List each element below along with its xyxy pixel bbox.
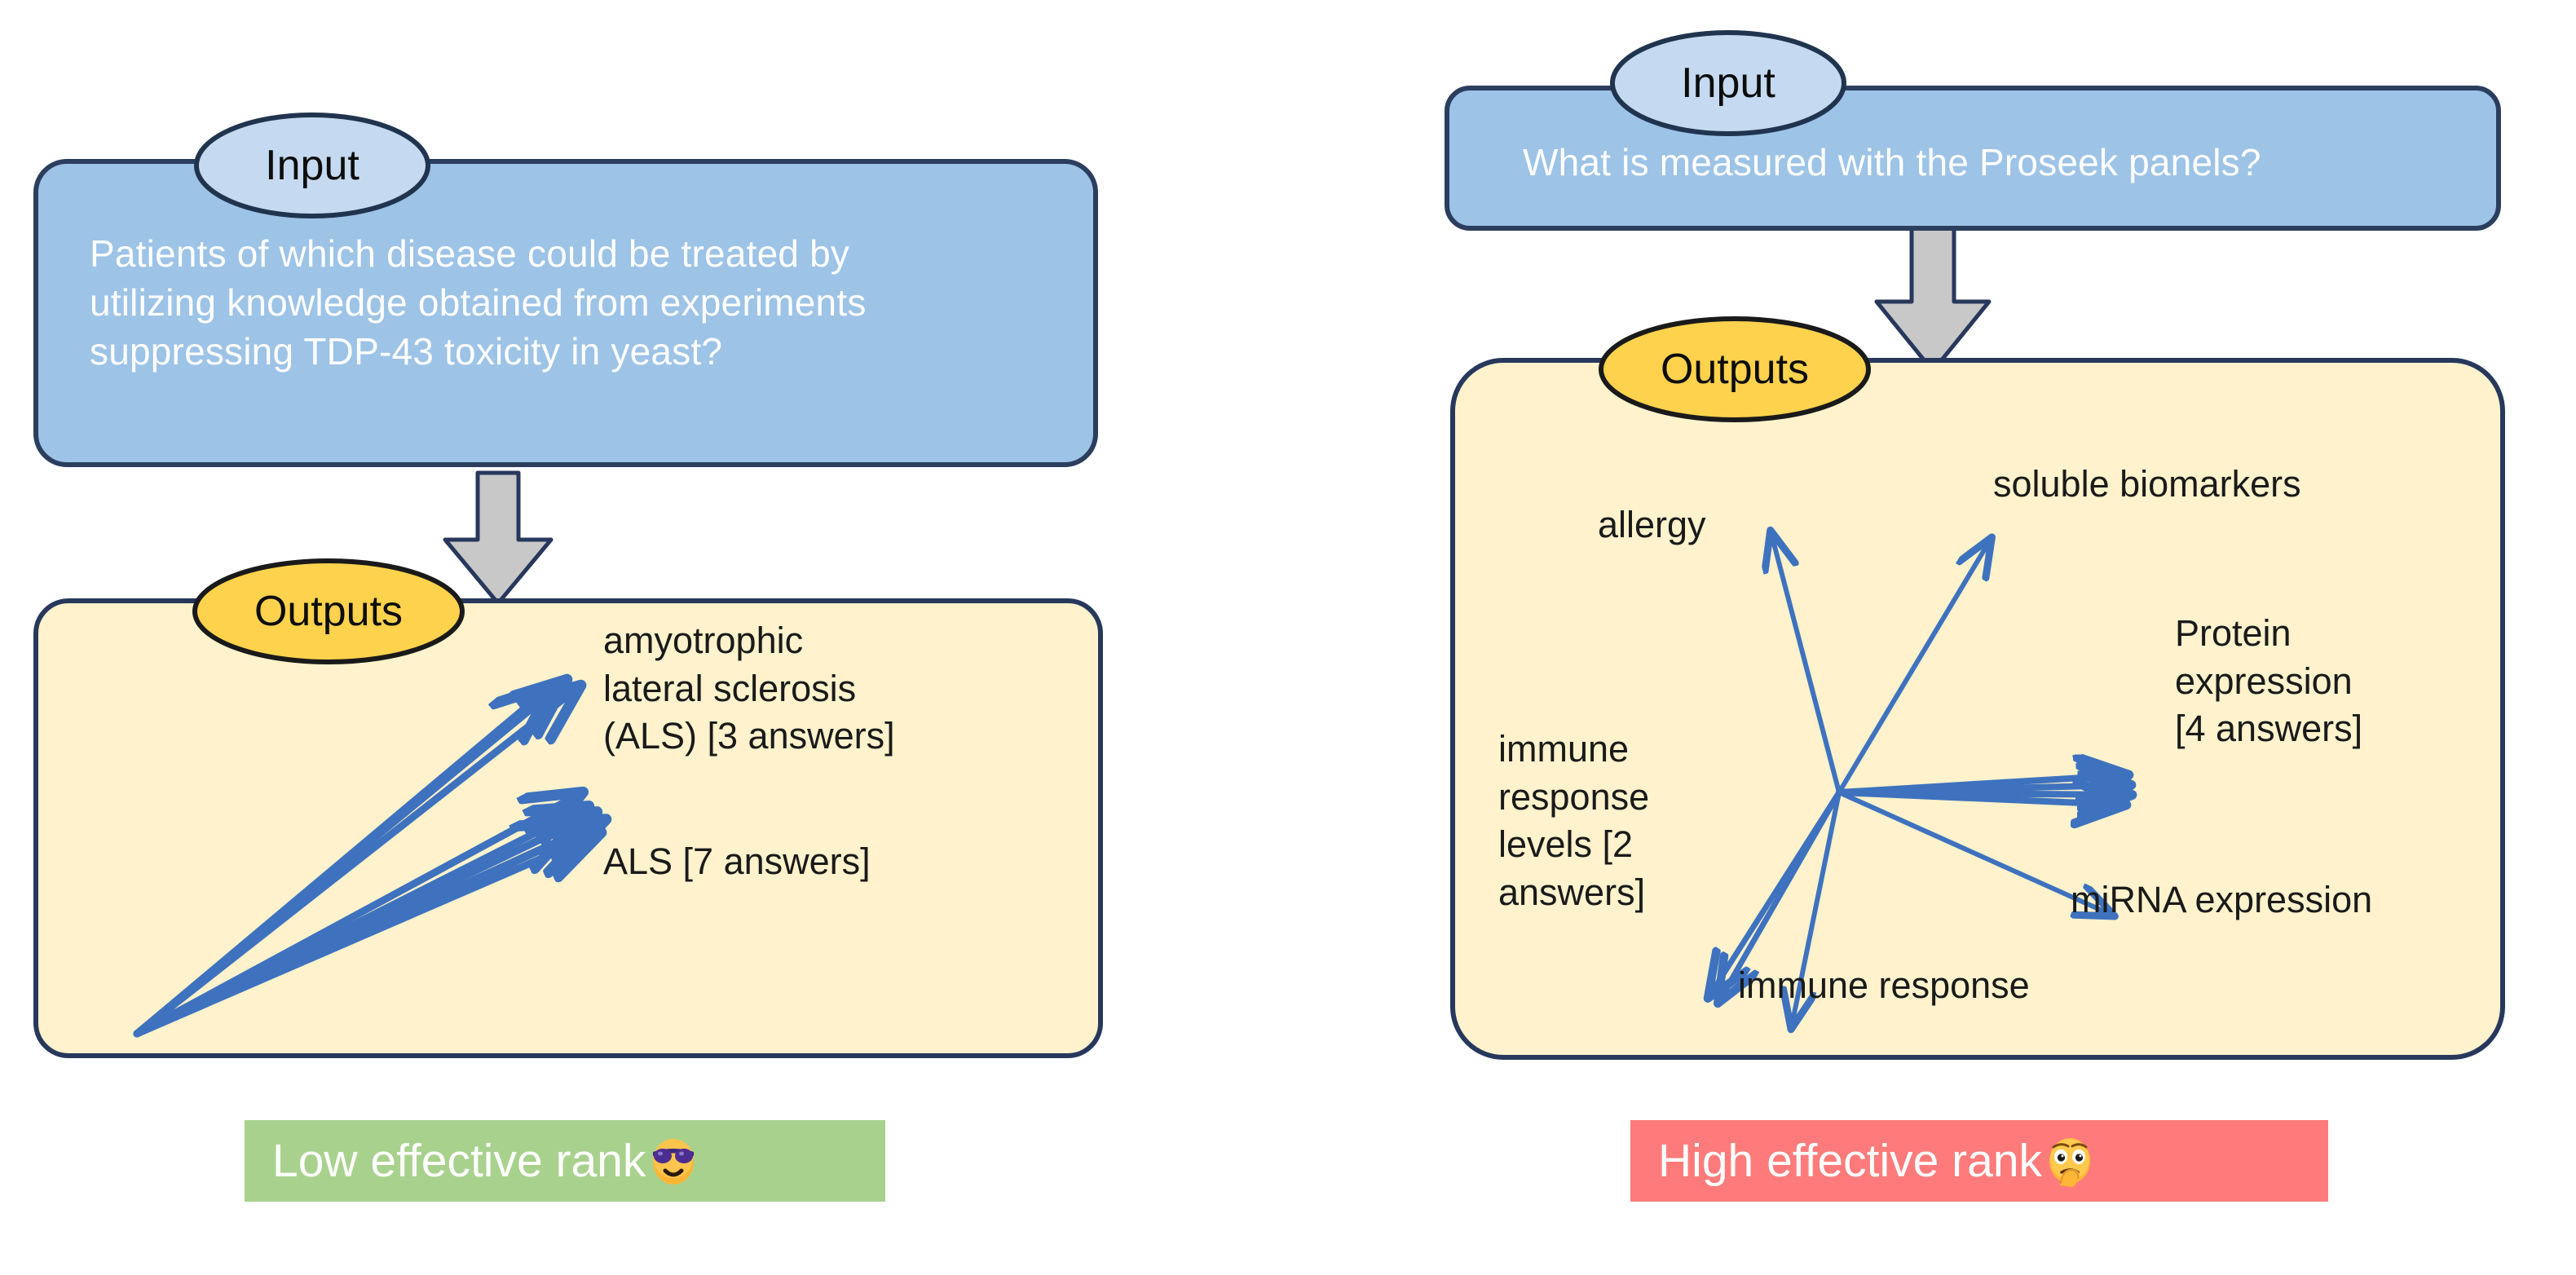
- left-rank-banner-label: Low effective rank: [272, 1134, 646, 1187]
- right-vector-allergy: [1771, 534, 1842, 795]
- right-answer-label-soluble-biomarkers: soluble biomarkers: [1993, 463, 2301, 505]
- left-vector-cluster-als-long: [133, 683, 576, 1038]
- face-with-peeking-eye-icon: [2044, 1135, 2096, 1187]
- right-rank-banner: High effective rank: [1630, 1120, 2328, 1202]
- right-flow-arrow-icon: [1874, 226, 1992, 373]
- right-answer-label-mirna-expression: miRNA expression: [2071, 879, 2373, 920]
- left-flow-arrow-icon: [443, 470, 554, 606]
- right-rank-banner-label: High effective rank: [1658, 1134, 2043, 1187]
- left-rank-banner: Low effective rank: [245, 1120, 885, 1202]
- right-vector-soluble-biomarkers: [1837, 540, 1990, 795]
- left-input-badge-label: Input: [265, 142, 359, 189]
- right-vector-cluster-protein-expression: [1836, 775, 2127, 805]
- right-answer-label-immune-response: immune response: [1738, 964, 2030, 1006]
- left-answer-label-als-short: ALS [7 answers]: [603, 840, 871, 882]
- right-answer-label-protein-expression: Protein expression [4 answers]: [2175, 612, 2363, 749]
- right-answer-label-allergy: allergy: [1598, 504, 1706, 545]
- right-input-badge-label: Input: [1681, 60, 1775, 107]
- left-vector-cluster-als-short: [133, 795, 601, 1038]
- left-output-badge-label: Outputs: [254, 588, 404, 635]
- left-answer-label-als-long: amyotrophic lateral sclerosis (ALS) [3 a…: [603, 620, 895, 757]
- right-answer-label-immune-response-levels: immune response levels [2 answers]: [1498, 728, 1650, 913]
- smiling-face-with-sunglasses-icon: [647, 1135, 699, 1187]
- left-input-question: Patients of which disease could be treat…: [90, 232, 867, 373]
- right-input-question: What is measured with the Proseek panels…: [1523, 141, 2261, 183]
- right-output-badge-label: Outputs: [1660, 346, 1810, 393]
